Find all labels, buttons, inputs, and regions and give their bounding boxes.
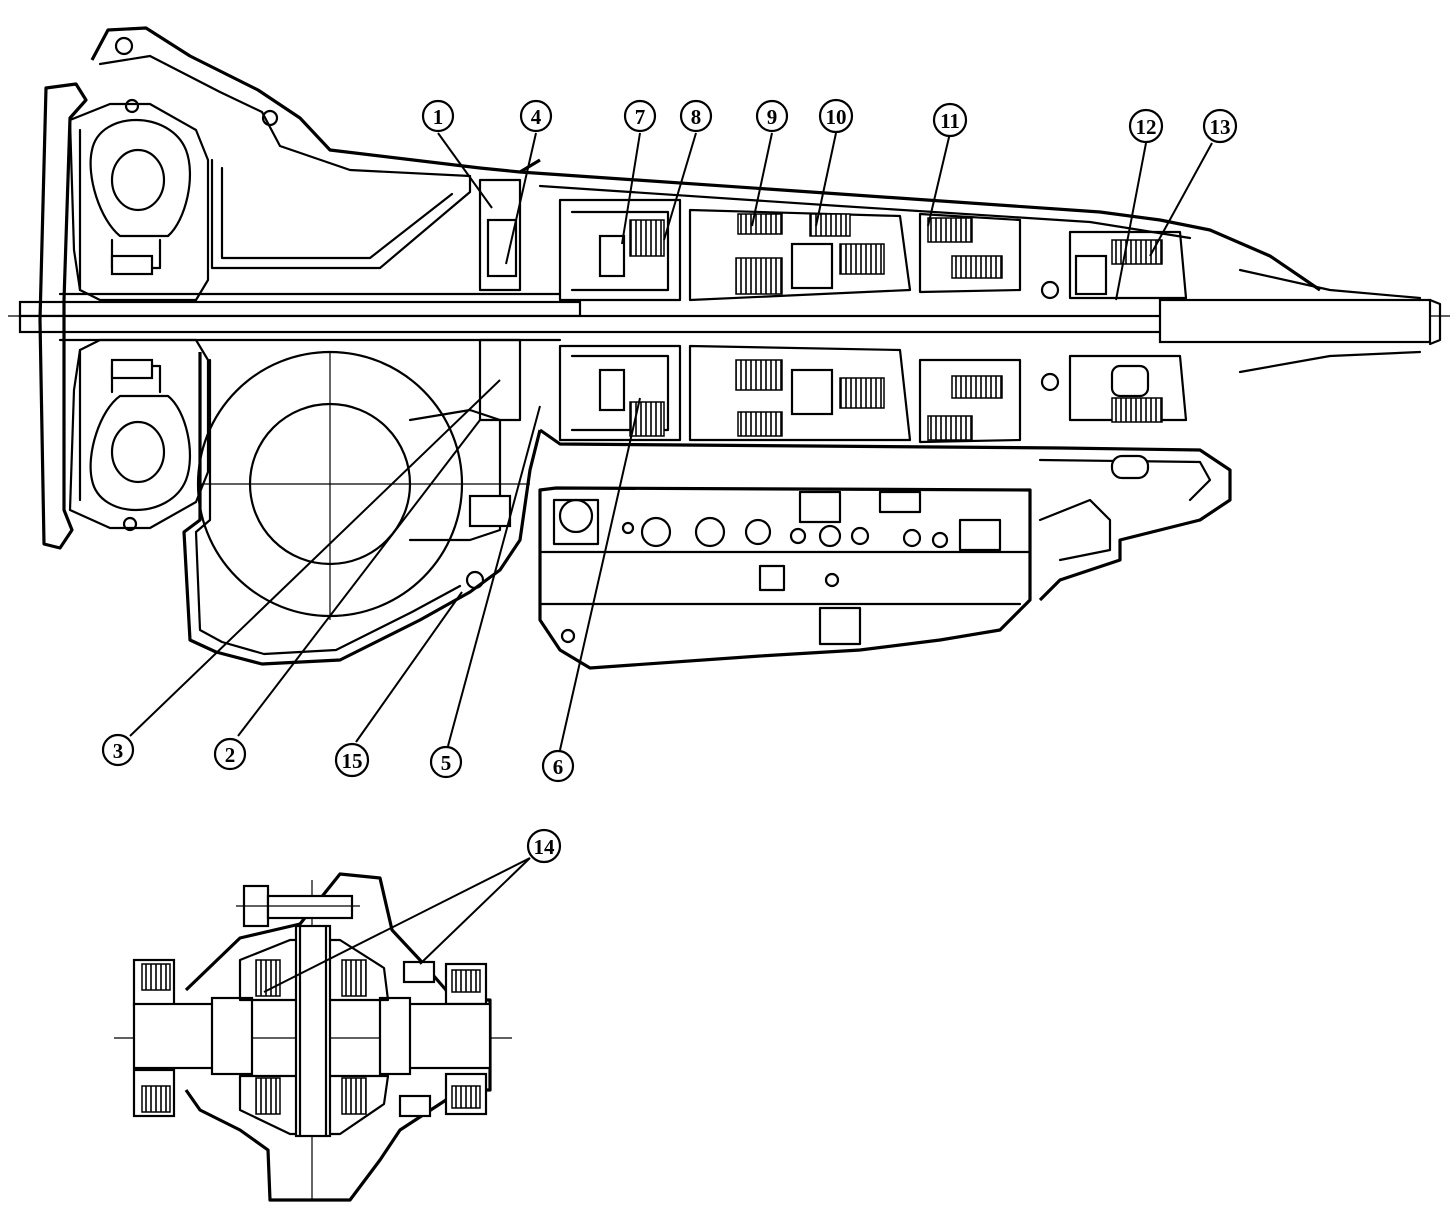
callout-5-label: 5	[441, 751, 452, 775]
callout-3: 3	[101, 379, 501, 767]
clutch-packs-upper	[558, 198, 1188, 302]
callout-6-label: 6	[553, 755, 564, 779]
callout-14-label: 14	[534, 835, 556, 859]
callout-1-label: 1	[433, 105, 444, 129]
callout-5: 5	[429, 405, 541, 779]
transmission-case	[519, 170, 1321, 602]
callout-11: 11	[927, 102, 968, 227]
callout-2-label: 2	[225, 743, 236, 767]
callout-2: 2	[213, 419, 481, 771]
callout-11-label: 11	[940, 109, 960, 133]
callout-15-label: 15	[342, 749, 363, 773]
clutch-packs-lower	[558, 344, 1188, 444]
callout-7: 7	[621, 99, 657, 245]
main-shaft	[8, 268, 1450, 374]
callout-9-label: 9	[767, 105, 778, 129]
callout-8: 8	[663, 99, 713, 241]
callout-13-label: 13	[1210, 115, 1231, 139]
callout-12-label: 12	[1136, 115, 1157, 139]
differential-detail: 14	[114, 828, 562, 1202]
torque-converter	[38, 82, 210, 550]
callout-7-label: 7	[635, 105, 646, 129]
callout-12: 12	[1115, 108, 1164, 301]
callout-10: 10	[815, 98, 854, 227]
final-drive-housing	[182, 350, 542, 666]
callout-14: 14	[263, 828, 562, 993]
converter-housing	[90, 26, 541, 422]
main-transmission-assembly: 1 4 7 8 9	[8, 26, 1450, 783]
callout-15: 15	[334, 591, 463, 778]
callout-10-label: 10	[826, 105, 847, 129]
callout-4-label: 4	[531, 105, 542, 129]
callout-1: 1	[421, 99, 493, 209]
callout-4: 4	[505, 99, 553, 265]
callout-8-label: 8	[691, 105, 702, 129]
callout-3-label: 3	[113, 739, 124, 763]
callout-group: 1 4 7 8 9	[101, 98, 1238, 783]
valve-body	[538, 486, 1032, 670]
callout-6: 6	[541, 397, 641, 783]
callout-13: 13	[1149, 108, 1238, 257]
callout-9: 9	[751, 99, 789, 227]
